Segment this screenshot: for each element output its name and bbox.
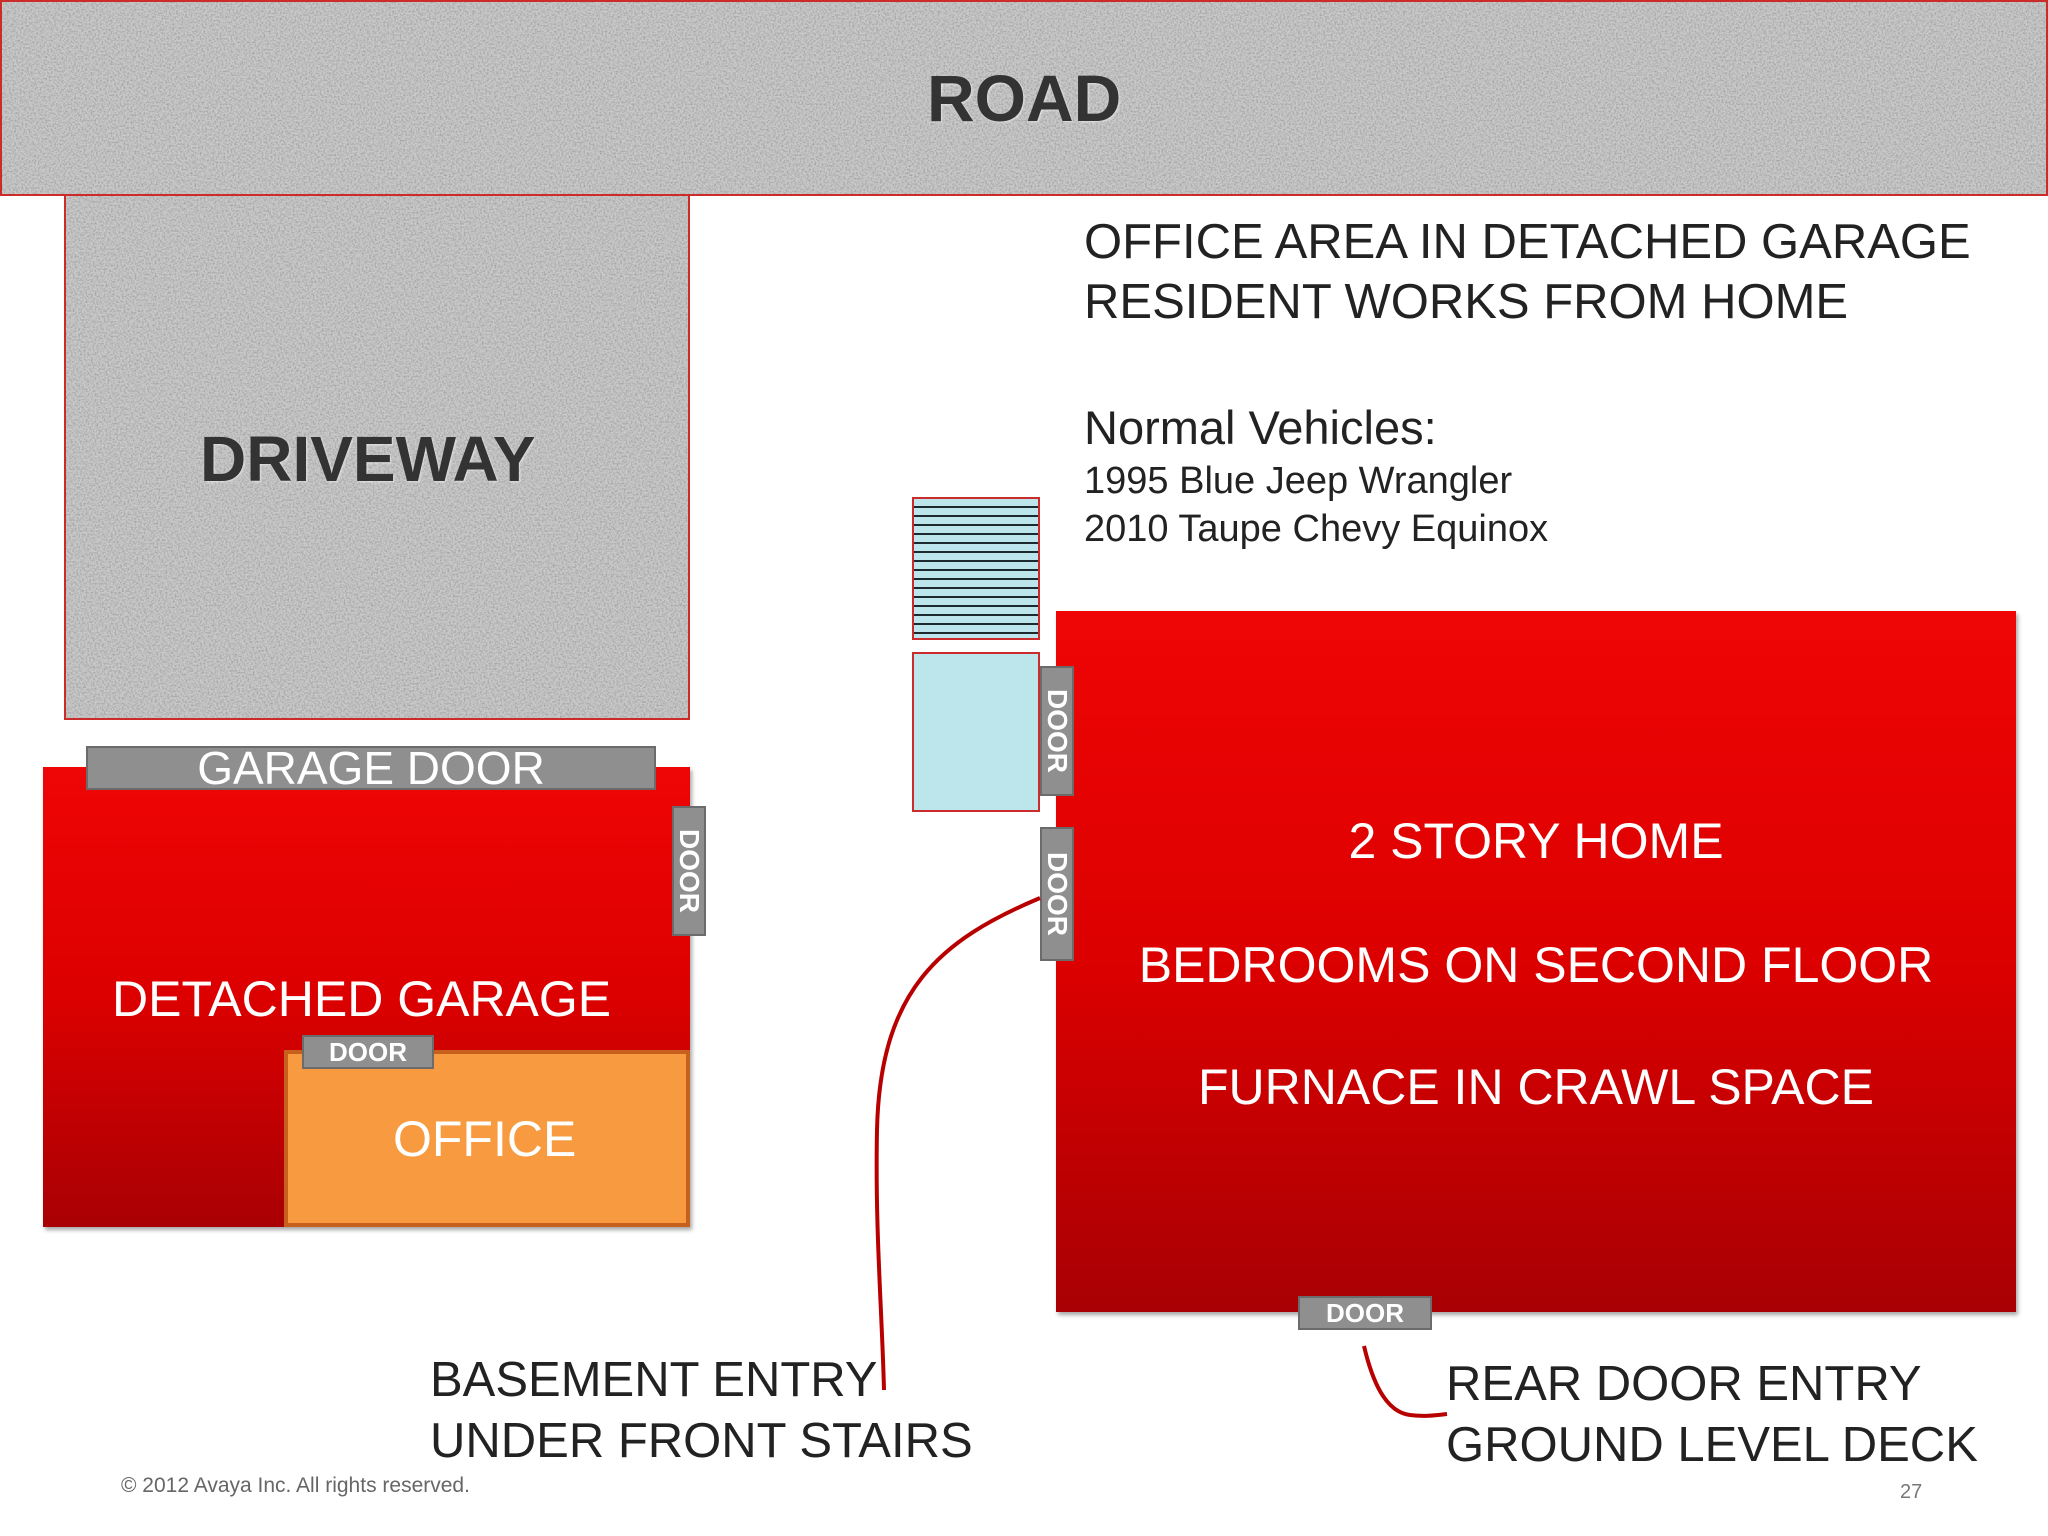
two-story-home bbox=[1056, 611, 2016, 1312]
garage-side-door: DOOR bbox=[672, 806, 706, 936]
front-door-upper-label: DOOR bbox=[1042, 689, 1073, 773]
road: ROAD bbox=[0, 0, 2048, 196]
office-door-label: DOOR bbox=[329, 1036, 407, 1067]
garage-door: GARAGE DOOR bbox=[86, 742, 656, 794]
detached-garage-label: DETACHED GARAGE bbox=[112, 971, 612, 1027]
rear-callout-line-2: GROUND LEVEL DECK bbox=[1446, 1418, 1978, 1472]
front-stairs bbox=[912, 497, 1040, 640]
page-number: 27 bbox=[1900, 1481, 1923, 1503]
basement-callout-line-1: BASEMENT ENTRY bbox=[430, 1353, 878, 1407]
basement-callout-line-2: UNDER FRONT STAIRS bbox=[430, 1414, 973, 1468]
driveway: DRIVEWAY bbox=[64, 194, 690, 720]
front-door-lower-label: DOOR bbox=[1042, 852, 1073, 936]
rear-door-label: DOOR bbox=[1326, 1297, 1404, 1328]
rear-callout-line-1: REAR DOOR ENTRY bbox=[1446, 1357, 1922, 1411]
info-line-2: RESIDENT WORKS FROM HOME bbox=[1084, 275, 1849, 329]
front-door-lower: DOOR bbox=[1040, 827, 1074, 961]
garage-door-label: GARAGE DOOR bbox=[197, 742, 545, 794]
home-line-2: BEDROOMS ON SECOND FLOOR bbox=[1138, 937, 1934, 993]
driveway-texture bbox=[66, 196, 688, 718]
office bbox=[284, 1050, 690, 1227]
vehicle-1: 1995 Blue Jeep Wrangler bbox=[1084, 460, 1513, 502]
garage-side-door-label: DOOR bbox=[674, 829, 705, 913]
home-line-3: FURNACE IN CRAWL SPACE bbox=[1197, 1059, 1875, 1115]
road-texture bbox=[2, 2, 2046, 194]
info-line-1: OFFICE AREA IN DETACHED GARAGE bbox=[1084, 215, 1971, 269]
copyright: © 2012 Avaya Inc. All rights reserved. bbox=[121, 1474, 470, 1497]
vehicles-heading: Normal Vehicles: bbox=[1084, 401, 1437, 454]
vehicle-2: 2010 Taupe Chevy Equinox bbox=[1084, 508, 1549, 550]
office-door: DOOR bbox=[302, 1035, 434, 1069]
front-porch bbox=[912, 652, 1040, 812]
rear-callout-line bbox=[1362, 1345, 1448, 1418]
home-line-1: 2 STORY HOME bbox=[1348, 813, 1724, 869]
front-door-upper: DOOR bbox=[1040, 666, 1074, 796]
office-label: OFFICE bbox=[393, 1111, 577, 1167]
road-label: ROAD bbox=[927, 61, 1122, 135]
rear-door: DOOR bbox=[1298, 1296, 1432, 1330]
basement-callout-line bbox=[874, 896, 1041, 1391]
driveway-label: DRIVEWAY bbox=[200, 423, 536, 495]
